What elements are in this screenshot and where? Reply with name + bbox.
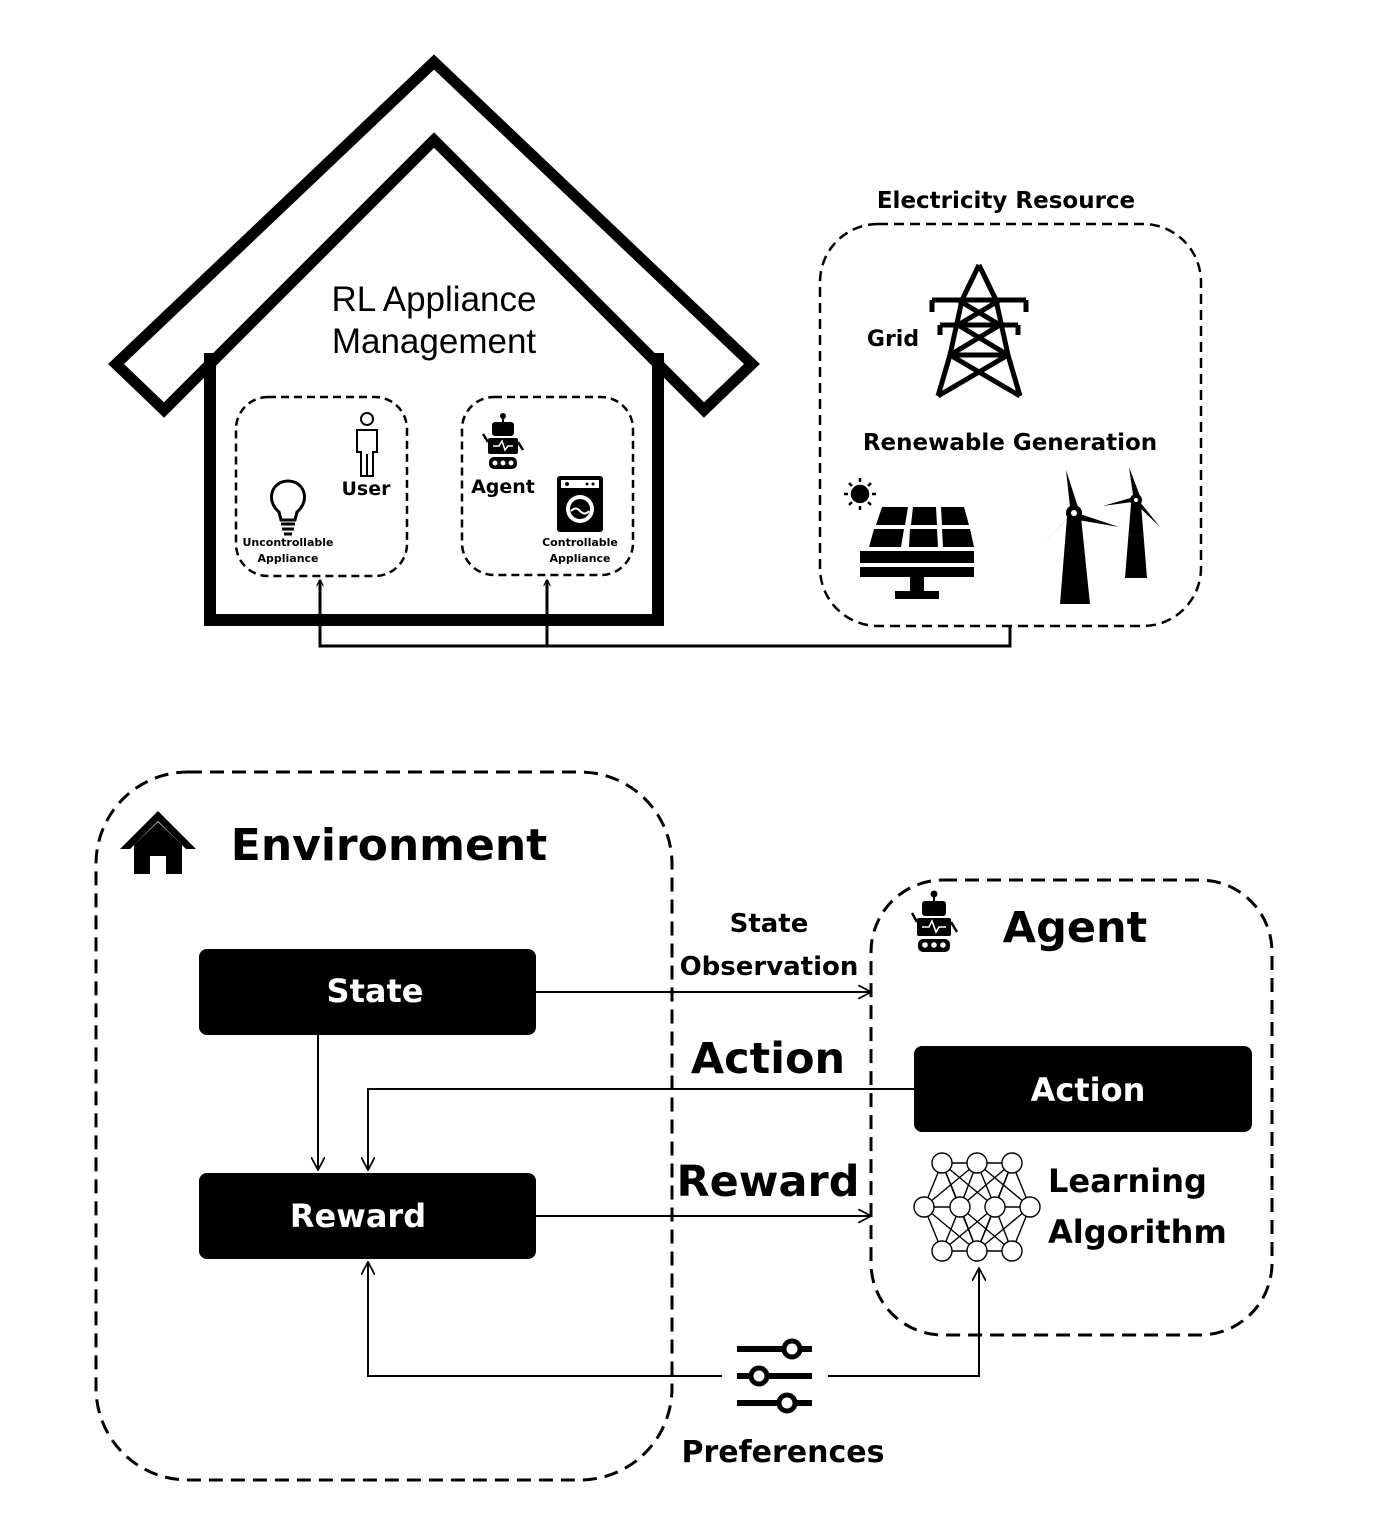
transmission-tower-icon [929, 263, 1029, 399]
electricity-title: Electricity Resource [877, 188, 1135, 214]
person-icon [356, 412, 378, 477]
preferences-to-learning-arrow [828, 1268, 979, 1377]
state-observation-line1: State [730, 909, 809, 939]
reward-box-label: Reward [290, 1197, 426, 1235]
agent-action-box-label: Action [1031, 1071, 1146, 1109]
uncontrollable-label-line1: Uncontrollable [243, 536, 334, 549]
learning-label-line2: Algorithm [1048, 1213, 1227, 1251]
controllable-label-line2: Appliance [549, 552, 610, 565]
washing-machine-icon [557, 476, 603, 532]
sliders-icon [737, 1338, 812, 1414]
learning-label-line1: Learning [1048, 1162, 1207, 1200]
environment-title: Environment [231, 820, 547, 871]
reward-flow-label: Reward [676, 1157, 859, 1207]
power-connector [320, 580, 1012, 648]
lightbulb-icon [269, 479, 307, 536]
house-title-line2: Management [332, 322, 537, 361]
state-box [199, 949, 536, 1035]
renewable-label: Renewable Generation [863, 430, 1157, 456]
uncontrollable-label-line2: Appliance [257, 552, 318, 565]
robot-icon [481, 413, 525, 469]
environment-group [94, 770, 674, 1482]
house-outline [108, 54, 760, 626]
electricity-group [818, 222, 1203, 628]
agent-label-small: Agent [471, 476, 535, 498]
house-title-line1: RL Appliance [332, 280, 537, 319]
solar-panel-icon [860, 507, 974, 599]
house-icon [120, 811, 196, 874]
state-box-label: State [327, 972, 424, 1010]
neural-network-icon [913, 1152, 1041, 1262]
agent-action-box [914, 1046, 1252, 1132]
preferences-to-reward-arrow [368, 1262, 722, 1377]
user-label: User [342, 478, 392, 500]
action-flow-label: Action [691, 1034, 845, 1084]
controllable-group [460, 395, 635, 577]
agent-title: Agent [1003, 903, 1147, 953]
wind-turbine-icon [1041, 467, 1160, 604]
action-arrow [368, 1088, 914, 1170]
controllable-label-line1: Controllable [542, 536, 618, 549]
state-observation-line2: Observation [680, 952, 859, 982]
uncontrollable-group [234, 395, 409, 578]
sun-icon [844, 478, 876, 510]
robot-icon [910, 890, 959, 952]
grid-label: Grid [867, 327, 919, 352]
preferences-label: Preferences [681, 1435, 884, 1470]
reward-box [199, 1173, 536, 1259]
